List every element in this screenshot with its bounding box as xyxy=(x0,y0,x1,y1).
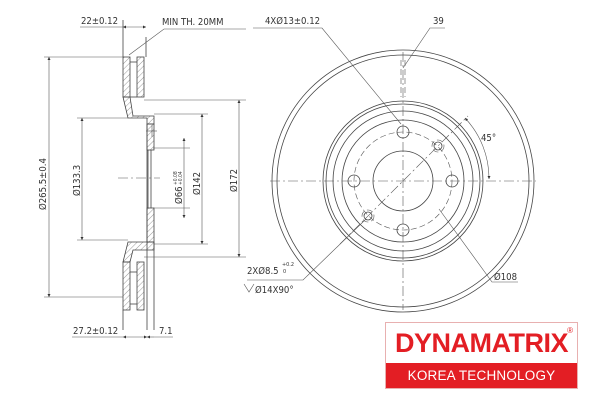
hat-inner-diameter-label: Ø133.3 xyxy=(72,165,83,196)
hat-offset-label: 7.1 xyxy=(159,326,173,337)
pcd-label: Ø108 xyxy=(494,272,517,283)
svg-text:2XØ8.5: 2XØ8.5 xyxy=(247,266,279,277)
svg-text:+0.04: +0.04 xyxy=(178,171,184,185)
angle-label: 45° xyxy=(481,133,496,144)
registered-mark: ® xyxy=(567,326,573,335)
countersink-label: Ø14X90° xyxy=(255,285,294,296)
svg-text:0: 0 xyxy=(283,269,286,275)
min-thickness-label: MIN TH. 20MM xyxy=(162,17,224,28)
total-height-label: 27.2±0.12 xyxy=(73,326,118,337)
center-bore-label: Ø66 +0.08 +0.04 xyxy=(173,171,185,204)
slot-ref-label: 39 xyxy=(433,16,444,27)
bolt-holes-label: 4XØ13±0.12 xyxy=(265,16,320,27)
outer-diameter-label: Ø265.5±0.4 xyxy=(38,158,49,210)
brand-name: DYNAMATRIX xyxy=(395,327,569,358)
svg-text:+0.08: +0.08 xyxy=(173,171,179,185)
screw-holes-label: 2XØ8.5 +0.2 0 xyxy=(247,262,294,277)
svg-text:+0.2: +0.2 xyxy=(282,262,294,268)
svg-text:Ø66: Ø66 xyxy=(174,186,185,204)
thickness-label: 22±0.12 xyxy=(81,16,118,27)
hat-outer-diameter-label: Ø142 xyxy=(192,172,203,195)
front-view: 4XØ13±0.12 39 45° Ø108 2XØ8.5 +0.2 0 Ø14… xyxy=(243,16,536,313)
side-view: 22±0.12 MIN TH. 20MM Ø265.5±0.4 Ø133.3 Ø… xyxy=(38,16,246,339)
friction-inner-diameter-label: Ø172 xyxy=(229,169,240,192)
brand-tagline: KOREA TECHNOLOGY xyxy=(386,363,577,388)
brand-logo: DYNAMATRIX ® KOREA TECHNOLOGY xyxy=(385,322,578,389)
